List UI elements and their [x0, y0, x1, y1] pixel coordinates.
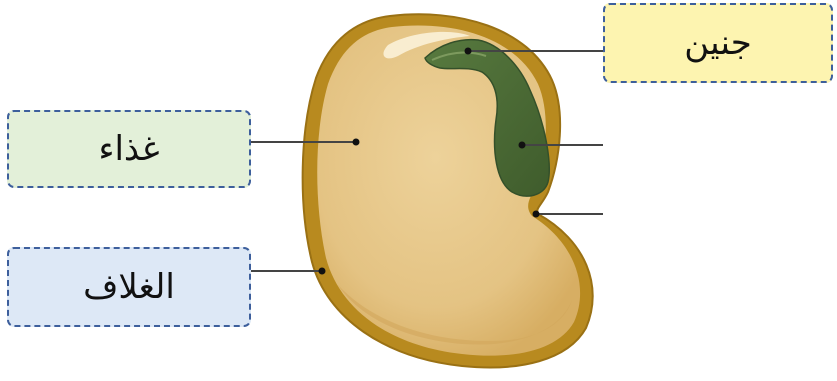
leader-dot-embryo-body [519, 142, 526, 149]
embryo-label-box: جنين [603, 3, 833, 83]
leader-dot-coat [319, 268, 326, 275]
food-label: غذاء [98, 129, 159, 169]
coat-label: الغلاف [83, 267, 175, 307]
embryo-label: جنين [684, 23, 751, 63]
leader-dot-embryo-top [465, 48, 472, 55]
leader-dot-notch [533, 211, 540, 218]
leader-dot-food [353, 139, 360, 146]
coat-label-box: الغلاف [7, 247, 251, 327]
food-label-box: غذاء [7, 110, 251, 188]
